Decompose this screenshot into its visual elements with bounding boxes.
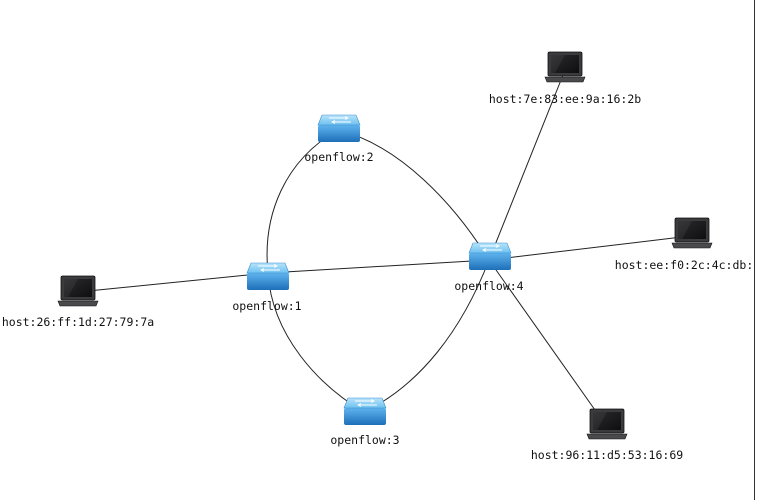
links-layer xyxy=(77,69,691,428)
host-label: host:7e:83:ee:9a:16:2b xyxy=(489,92,641,106)
network-switch-icon xyxy=(343,397,387,425)
laptop-icon xyxy=(544,51,586,83)
switch-label: openflow:2 xyxy=(304,150,373,164)
host-node-eef02c4cdb[interactable]: host:ee:f0:2c:4c:db: xyxy=(615,217,753,272)
switch-label: openflow:3 xyxy=(330,433,399,447)
laptop-icon xyxy=(57,275,99,307)
link-host2-openflow4 xyxy=(488,69,566,261)
link-openflow3-openflow4 xyxy=(363,259,490,413)
link-host4-openflow4 xyxy=(488,259,608,428)
switch-label: openflow:4 xyxy=(454,279,523,293)
link-host3-openflow4 xyxy=(488,235,691,261)
network-switch-icon xyxy=(468,242,512,270)
link-host1-openflow1 xyxy=(77,272,269,293)
laptop-icon xyxy=(586,408,628,440)
link-openflow1-openflow3 xyxy=(267,272,365,413)
switch-node-openflow-4[interactable]: openflow:4 xyxy=(454,242,524,293)
switch-label: openflow:1 xyxy=(232,299,301,313)
network-switch-icon xyxy=(317,114,361,142)
host-node-9611d5531669[interactable]: host:96:11:d5:53:16:69 xyxy=(531,408,683,462)
laptop-icon xyxy=(671,217,713,249)
switch-node-openflow-1[interactable]: openflow:1 xyxy=(232,262,302,313)
network-switch-icon xyxy=(246,262,290,290)
host-label: host:26:ff:1d:27:79:7a xyxy=(2,315,154,329)
host-node-26ff1d27797a[interactable]: host:26:ff:1d:27:79:7a xyxy=(2,275,154,329)
host-node-7e83ee9a162b[interactable]: host:7e:83:ee:9a:16:2b xyxy=(489,51,641,106)
link-openflow2-openflow4 xyxy=(337,129,490,261)
link-openflow1-openflow4 xyxy=(267,259,490,274)
canvas-right-border xyxy=(754,0,755,500)
switch-node-openflow-2[interactable]: openflow:2 xyxy=(304,114,374,164)
host-label: host:96:11:d5:53:16:69 xyxy=(531,448,683,462)
host-label: host:ee:f0:2c:4c:db: xyxy=(615,258,753,272)
switch-node-openflow-3[interactable]: openflow:3 xyxy=(330,397,400,447)
